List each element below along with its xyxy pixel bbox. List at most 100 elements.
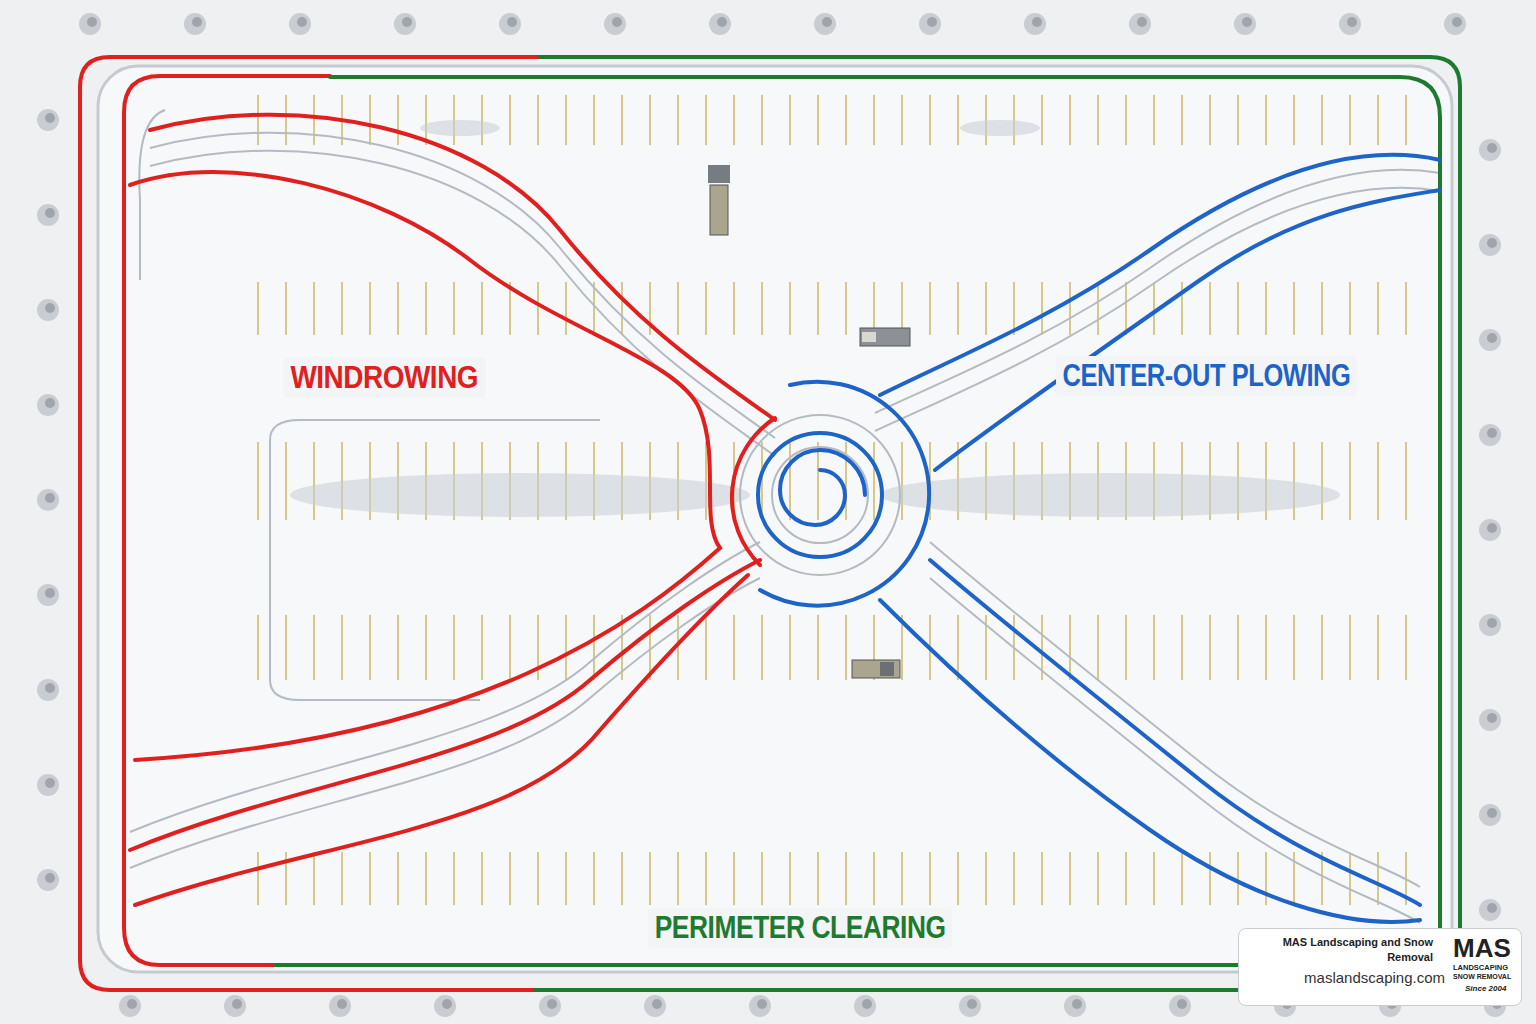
- tree: [919, 13, 941, 35]
- tree: [394, 13, 416, 35]
- tree: [1339, 13, 1361, 35]
- tree: [37, 869, 59, 891]
- stall-line: [621, 852, 623, 905]
- tree: [329, 995, 351, 1017]
- tree: [1169, 995, 1191, 1017]
- tree: [1444, 13, 1466, 35]
- tree: [1242, 17, 1252, 27]
- tree: [1479, 139, 1501, 161]
- tree: [717, 17, 727, 27]
- windrowing-paths: [130, 115, 775, 905]
- stall-line: [1293, 95, 1295, 145]
- tree: [1234, 13, 1256, 35]
- tree: [1072, 999, 1082, 1009]
- tree: [1064, 995, 1086, 1017]
- stall-line: [1013, 95, 1015, 145]
- tree: [37, 584, 59, 606]
- tree: [1479, 709, 1501, 731]
- perimeter-paths: [80, 57, 1460, 990]
- stall-line: [1377, 852, 1379, 905]
- stall-line: [257, 442, 259, 520]
- tree: [1479, 804, 1501, 826]
- tree: [37, 299, 59, 321]
- tree: [232, 999, 242, 1009]
- stall-line: [789, 282, 791, 335]
- stall-line: [901, 95, 903, 145]
- tree: [402, 17, 412, 27]
- stall-line: [817, 282, 819, 335]
- tree: [1479, 329, 1501, 351]
- stall-line: [733, 852, 735, 905]
- badge-text: maslandscaping.com: [1304, 969, 1445, 986]
- stall-line: [761, 615, 763, 680]
- stall-line: [761, 282, 763, 335]
- stall-line: [341, 282, 343, 335]
- tree: [1487, 523, 1497, 533]
- stall-line: [257, 282, 259, 335]
- tree: [1177, 999, 1187, 1009]
- tree: [604, 13, 626, 35]
- stall-line: [1293, 615, 1295, 680]
- tree: [1487, 903, 1497, 913]
- stall-line: [285, 442, 287, 520]
- stall-line: [1041, 95, 1043, 145]
- tree: [507, 17, 517, 27]
- tree: [1487, 333, 1497, 343]
- plow-trucks: [708, 165, 910, 678]
- tree: [297, 17, 307, 27]
- stall-line: [509, 615, 511, 680]
- tree: [224, 995, 246, 1017]
- stall-line: [1069, 615, 1071, 680]
- stall-line: [313, 95, 315, 145]
- stall-line: [929, 282, 931, 335]
- logo-badge: MAS Landscaping and Snow Removalmaslands…: [1238, 928, 1522, 1006]
- tree: [499, 13, 521, 35]
- stall-line: [1237, 95, 1239, 145]
- stall-line: [425, 615, 427, 680]
- stall-line: [285, 95, 287, 145]
- stall-line: [873, 852, 875, 905]
- stall-line: [425, 95, 427, 145]
- tree: [539, 995, 561, 1017]
- stall-line: [1181, 95, 1183, 145]
- stall-line: [1097, 852, 1099, 905]
- tire-tracks: [130, 110, 1440, 923]
- tree: [652, 999, 662, 1009]
- tree: [862, 999, 872, 1009]
- stall-line: [453, 282, 455, 335]
- stall-line: [313, 442, 315, 520]
- tree: [37, 489, 59, 511]
- badge-text: Since 2004: [1465, 984, 1506, 993]
- stall-line: [509, 95, 511, 145]
- stall-line: [789, 852, 791, 905]
- stall-line: [677, 615, 679, 680]
- stall-line: [1265, 615, 1267, 680]
- stall-line: [313, 852, 315, 905]
- stall-line: [1097, 95, 1099, 145]
- stall-line: [1349, 95, 1351, 145]
- stall-line: [1265, 852, 1267, 905]
- logo-mark: MAS: [1453, 933, 1511, 964]
- stall-line: [705, 615, 707, 680]
- tree: [45, 778, 55, 788]
- stall-line: [313, 282, 315, 335]
- tree: [1129, 13, 1151, 35]
- tree: [87, 17, 97, 27]
- stall-line: [789, 615, 791, 680]
- stall-line: [789, 442, 791, 520]
- stall-line: [761, 852, 763, 905]
- badge-text: SNOW REMOVAL: [1453, 973, 1511, 980]
- stall-line: [313, 615, 315, 680]
- snow-patches: [290, 120, 1340, 517]
- stall-line: [677, 95, 679, 145]
- stall-line: [565, 95, 567, 145]
- stall-line: [1321, 442, 1323, 520]
- tree: [45, 303, 55, 313]
- stall-line: [369, 615, 371, 680]
- tree: [37, 109, 59, 131]
- stall-line: [733, 95, 735, 145]
- stall-line: [257, 615, 259, 680]
- tree: [757, 999, 767, 1009]
- tree: [814, 13, 836, 35]
